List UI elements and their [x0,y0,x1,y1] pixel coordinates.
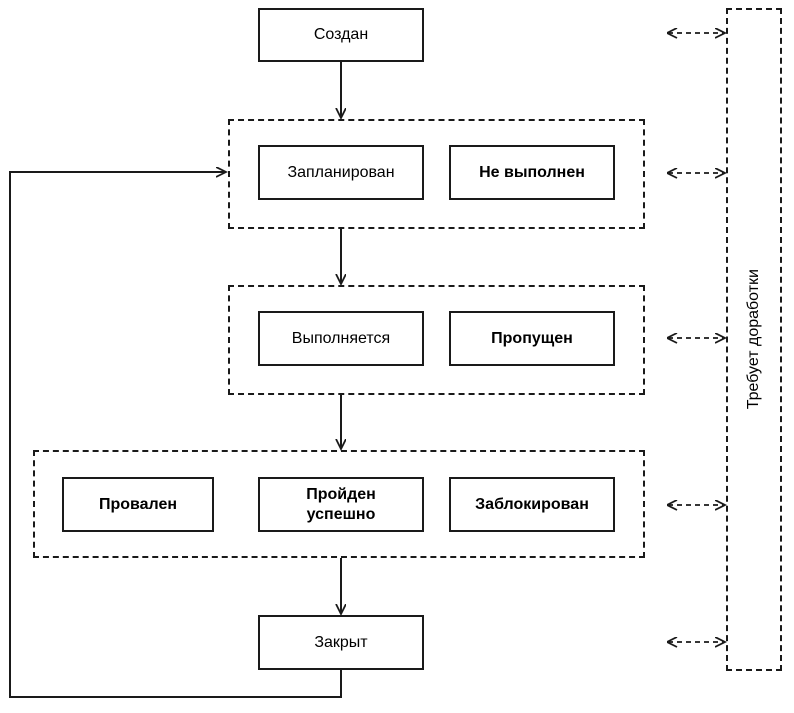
state-blocked[interactable]: Заблокирован [449,477,615,532]
state-closed[interactable]: Закрыт [258,615,424,670]
state-planned[interactable]: Запланирован [258,145,424,200]
state-skipped[interactable]: Пропущен [449,311,615,366]
group-results [33,450,645,558]
state-created[interactable]: Создан [258,8,424,62]
group-in-progress [228,285,645,395]
state-in-progress[interactable]: Выполняется [258,311,424,366]
edge-closed-feedback-loop [9,172,342,698]
rework-panel-label: Требует доработки [745,269,762,410]
state-failed[interactable]: Провален [62,477,214,532]
state-passed[interactable]: Пройден успешно [258,477,424,532]
group-planned [228,119,645,229]
state-not-executed[interactable]: Не выполнен [449,145,615,200]
rework-panel[interactable]: Требует доработки [726,8,782,671]
